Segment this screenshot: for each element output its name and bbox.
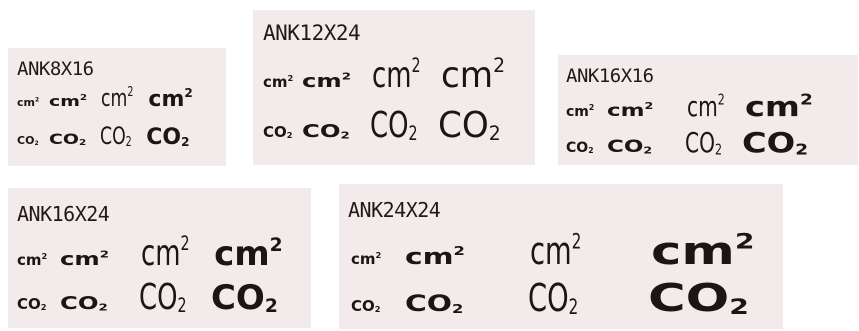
sample-co2-style4: CO2 bbox=[742, 126, 809, 159]
font-sample-panel-ank24x24: ANK24X24 cm2 cm2 cm2 cm2 CO2 CO2 CO2 CO2 bbox=[339, 184, 783, 329]
panel-title: ANK16X16 bbox=[566, 65, 654, 87]
sample-co2-style1: CO2 bbox=[566, 140, 594, 156]
sample-cm2-style1: cm2 bbox=[566, 103, 595, 120]
sample-co2-style2: CO2 bbox=[59, 293, 108, 314]
co2-row: CO2 CO2 CO2 CO2 bbox=[17, 124, 190, 149]
sample-co2-style2: CO2 bbox=[404, 292, 463, 317]
sample-cm2-style2: cm2 bbox=[607, 101, 654, 121]
panel-title: ANK16X24 bbox=[17, 202, 110, 226]
cm-squared-row: cm2 cm2 cm2 cm2 bbox=[17, 86, 193, 111]
font-sample-panel-ank16x16: ANK16X16 cm2 cm2 cm2 cm2 CO2 CO2 CO2 CO2 bbox=[558, 55, 858, 165]
sample-cm2-style1: cm2 bbox=[17, 96, 40, 109]
sample-cm2-style3: cm2 bbox=[140, 232, 190, 274]
cm-squared-row: cm2 cm2 cm2 cm2 bbox=[17, 232, 283, 274]
sample-cm2-style2: cm2 bbox=[60, 249, 110, 270]
sample-co2-style3: CO2 bbox=[685, 126, 723, 159]
sample-co2-style1: CO2 bbox=[351, 297, 381, 315]
co2-row: CO2 CO2 CO2 CO2 bbox=[263, 108, 504, 144]
sample-cm2-style3: cm2 bbox=[529, 229, 581, 273]
sample-co2-style1: CO2 bbox=[17, 134, 39, 147]
sample-co2-style4: CO2 bbox=[210, 278, 278, 318]
sample-cm2-style4: cm2 bbox=[745, 90, 813, 123]
sample-cm2-style4: cm2 bbox=[441, 54, 506, 96]
sample-co2-style2: CO2 bbox=[48, 132, 86, 148]
co2-row: CO2 CO2 CO2 CO2 bbox=[566, 126, 808, 159]
font-sample-panel-ank8x16: ANK8X16 cm2 cm2 cm2 cm2 CO2 CO2 CO2 CO2 bbox=[8, 48, 226, 166]
sample-cm2-style2: cm2 bbox=[405, 243, 466, 270]
sample-co2-style2: CO2 bbox=[606, 137, 652, 157]
sample-cm2-style1: cm2 bbox=[263, 72, 294, 91]
sample-cm2-style4: cm2 bbox=[148, 85, 193, 112]
sample-co2-style4: CO2 bbox=[437, 105, 501, 146]
sample-co2-style3: CO2 bbox=[100, 122, 132, 150]
sample-co2-style1: CO2 bbox=[17, 295, 47, 313]
font-sample-panel-ank16x24: ANK16X24 cm2 cm2 cm2 cm2 CO2 CO2 CO2 CO2 bbox=[8, 188, 311, 328]
sample-co2-style2: CO2 bbox=[301, 121, 350, 142]
sample-cm2-style2: cm2 bbox=[302, 71, 352, 92]
sample-cm2-style3: cm2 bbox=[101, 84, 134, 112]
sample-cm2-style4: cm2 bbox=[214, 234, 283, 274]
sample-co2-style3: CO2 bbox=[527, 276, 579, 320]
sample-cm2-style3: cm2 bbox=[686, 90, 725, 123]
sample-co2-style3: CO2 bbox=[369, 105, 418, 146]
cm-squared-row: cm2 cm2 cm2 cm2 bbox=[351, 229, 754, 273]
cm-squared-row: cm2 cm2 cm2 cm2 bbox=[263, 54, 509, 96]
cm-squared-row: cm2 cm2 cm2 cm2 bbox=[566, 90, 813, 123]
co2-row: CO2 CO2 CO2 CO2 bbox=[351, 276, 748, 320]
sample-co2-style3: CO2 bbox=[138, 277, 187, 318]
panel-title: ANK12X24 bbox=[263, 21, 361, 45]
panel-title: ANK24X24 bbox=[348, 198, 441, 222]
sample-cm2-style1: cm2 bbox=[351, 249, 382, 268]
sample-cm2-style2: cm2 bbox=[49, 93, 88, 110]
sample-cm2-style3: cm2 bbox=[371, 54, 421, 96]
sample-cm2-style4: cm2 bbox=[650, 229, 755, 273]
sample-cm2-style1: cm2 bbox=[17, 250, 48, 269]
sample-co2-style1: CO2 bbox=[263, 123, 293, 141]
co2-row: CO2 CO2 CO2 CO2 bbox=[17, 280, 278, 316]
panel-title: ANK8X16 bbox=[17, 58, 94, 80]
font-sample-panel-ank12x24: ANK12X24 cm2 cm2 cm2 cm2 CO2 CO2 CO2 CO2 bbox=[253, 10, 535, 165]
sample-co2-style4: CO2 bbox=[146, 125, 190, 150]
sample-co2-style4: CO2 bbox=[647, 276, 749, 320]
